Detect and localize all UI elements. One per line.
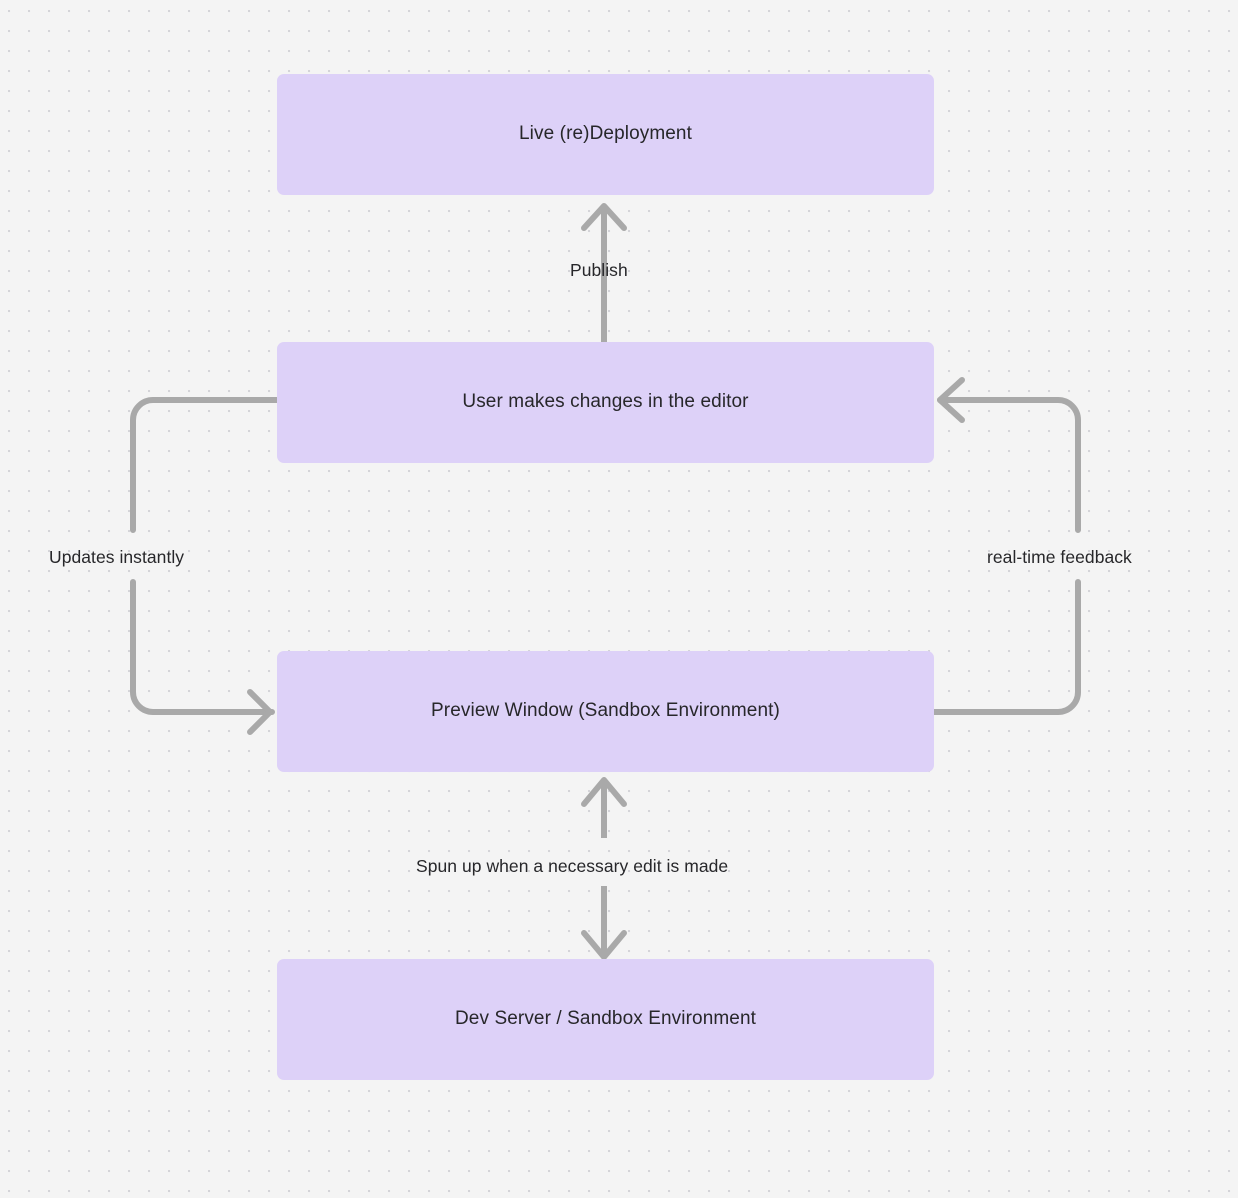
edge-label-spun-up: Spun up when a necessary edit is made <box>416 856 729 876</box>
node-live-deployment[interactable]: Live (re)Deployment <box>277 74 934 195</box>
node-preview-window[interactable]: Preview Window (Sandbox Environment) <box>277 651 934 772</box>
edge-real-time-feedback <box>931 377 1081 715</box>
node-live-deployment-label: Live (re)Deployment <box>519 123 692 145</box>
node-preview-window-label: Preview Window (Sandbox Environment) <box>431 700 780 722</box>
edge-label-updates-instantly: Updates instantly <box>49 547 185 567</box>
node-dev-server[interactable]: Dev Server / Sandbox Environment <box>277 959 934 1080</box>
node-user-makes-changes[interactable]: User makes changes in the editor <box>277 342 934 463</box>
edge-label-real-time-feedback: real-time feedback <box>987 547 1132 567</box>
node-dev-server-label: Dev Server / Sandbox Environment <box>454 1008 756 1030</box>
edge-label-publish: Publish <box>570 260 628 280</box>
node-user-makes-changes-label: User makes changes in the editor <box>462 391 749 413</box>
